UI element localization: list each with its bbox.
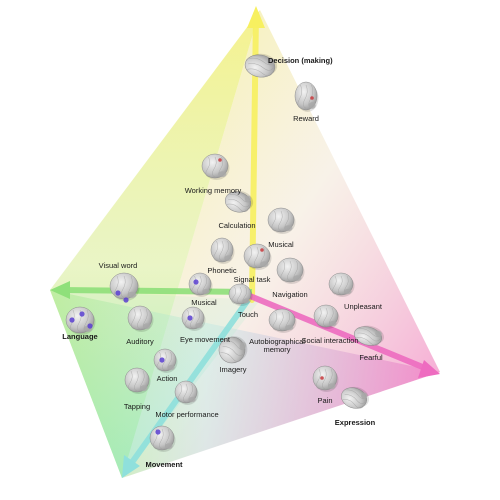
calculation-brain-icon bbox=[224, 190, 254, 213]
touch-label: Touch bbox=[237, 310, 259, 319]
axis-right bbox=[248, 293, 427, 371]
auditory-label: Auditory bbox=[126, 337, 154, 346]
axis-left bbox=[61, 287, 253, 295]
action-label: Action bbox=[156, 374, 178, 383]
motor-performance-brain-icon bbox=[174, 380, 199, 405]
autobiographical-memory-label: Autobiographical memory bbox=[249, 337, 305, 354]
imagery-brain-icon bbox=[218, 336, 248, 364]
auditory-brain-icon bbox=[127, 305, 154, 332]
musical-upper-label: Musical bbox=[268, 240, 294, 249]
signal-task-label: Signal task bbox=[233, 275, 271, 284]
working-memory-brain-icon bbox=[201, 153, 230, 180]
musical-lower-brain-icon bbox=[188, 272, 213, 297]
fearful-label: Fearful bbox=[359, 353, 383, 362]
unpleasant-label: Unpleasant bbox=[344, 302, 382, 311]
signal-task-brain-icon bbox=[243, 243, 272, 270]
pain-brain-icon bbox=[312, 365, 339, 392]
decision-label: Decision (making) bbox=[268, 56, 333, 65]
unpleasant-brain-icon bbox=[328, 272, 355, 297]
autobiographical-memory-brain-icon bbox=[268, 308, 297, 333]
fearful-brain-icon bbox=[354, 325, 385, 346]
eye-movement-label: Eye movement bbox=[179, 335, 231, 344]
social-interaction-brain-icon bbox=[313, 304, 340, 329]
touch-brain-icon bbox=[228, 283, 253, 306]
musical-lower-label: Musical bbox=[191, 298, 217, 307]
tetra-face-front bbox=[50, 290, 260, 478]
movement-label: Movement bbox=[145, 460, 183, 469]
axis-up-arrowhead bbox=[247, 6, 265, 28]
phonetic-label: Phonetic bbox=[207, 266, 237, 275]
movement-brain-icon bbox=[149, 425, 176, 452]
imagery-label: Imagery bbox=[219, 365, 247, 374]
social-interaction-label: Social interaction bbox=[301, 336, 359, 345]
action-brain-icon bbox=[153, 348, 178, 373]
navigation-label: Navigation bbox=[272, 290, 308, 299]
tapping-brain-icon bbox=[124, 367, 151, 394]
expression-brain-icon bbox=[341, 386, 370, 409]
language-label: Language bbox=[62, 332, 98, 341]
visual-word-label: Visual word bbox=[98, 261, 138, 270]
musical-upper-brain-icon bbox=[267, 207, 296, 234]
visual-word-brain-icon bbox=[109, 272, 140, 303]
axis-right-arrowhead bbox=[418, 360, 440, 378]
navigation-brain-icon bbox=[276, 257, 305, 284]
language-brain-icon bbox=[65, 306, 96, 335]
tapping-label: Tapping bbox=[123, 402, 151, 411]
reward-label: Reward bbox=[293, 114, 319, 123]
calculation-label: Calculation bbox=[218, 221, 256, 230]
expression-label: Expression bbox=[334, 418, 376, 427]
reward-brain-icon bbox=[294, 81, 319, 112]
pain-label: Pain bbox=[317, 396, 333, 405]
motor-performance-label: Motor performance bbox=[155, 410, 219, 419]
axis-left-arrowhead bbox=[50, 281, 70, 299]
phonetic-brain-icon bbox=[210, 237, 235, 264]
eye-movement-brain-icon bbox=[181, 306, 206, 331]
axis-down-arrowhead bbox=[122, 455, 140, 478]
decision-brain-icon bbox=[244, 53, 278, 78]
working-memory-label: Working memory bbox=[184, 186, 242, 195]
